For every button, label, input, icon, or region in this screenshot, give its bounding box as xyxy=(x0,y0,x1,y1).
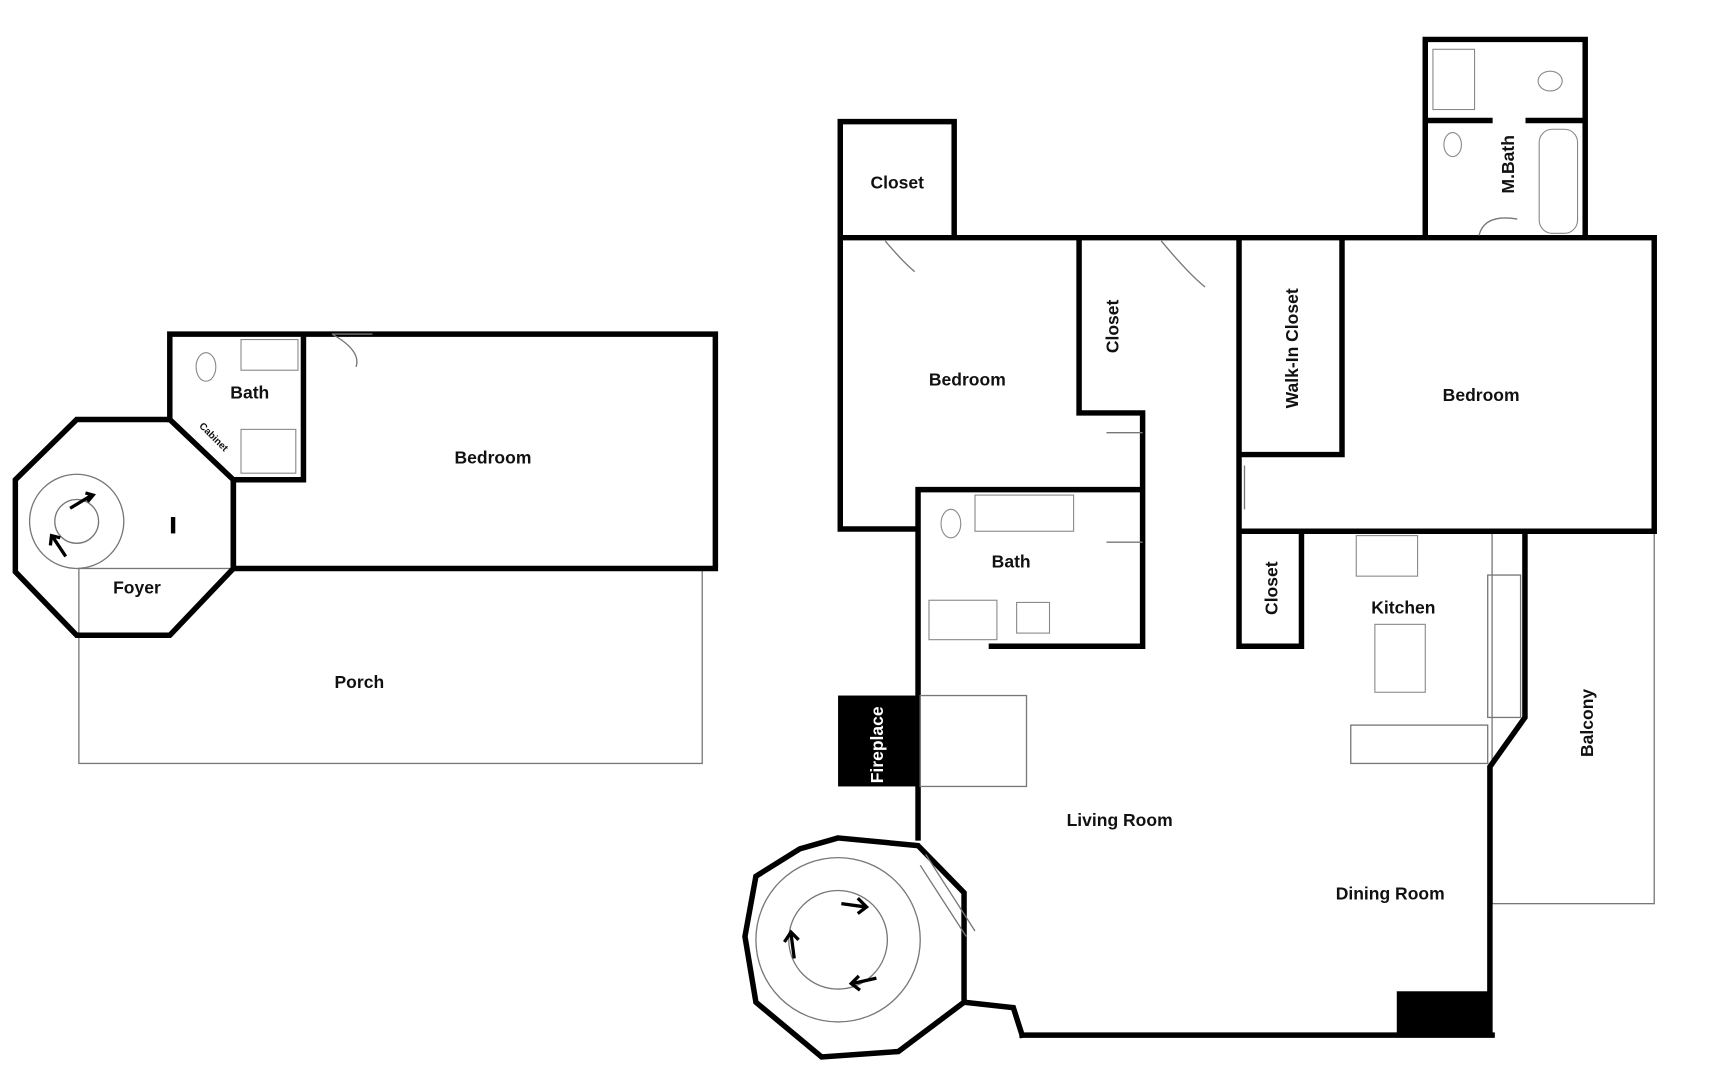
shower-icon xyxy=(1432,48,1476,111)
vanity-icon xyxy=(240,339,299,371)
room-label-dining-room: Dining Room xyxy=(1336,883,1445,903)
bathtub-icon xyxy=(1538,128,1579,234)
corner-block xyxy=(1396,991,1493,1036)
room-label-upper-bath: Bath xyxy=(230,383,269,403)
upper-floor-plan: Bath Bedroom Cabinet Foyer Porch xyxy=(12,331,719,765)
stair-walls xyxy=(742,835,967,1060)
cooktop-icon xyxy=(1374,623,1426,693)
room-label-balcony: Balcony xyxy=(1577,689,1597,757)
sink-icon xyxy=(1443,131,1462,158)
room-label-bedroom-left: Bedroom xyxy=(929,370,1006,390)
door-icon xyxy=(884,217,1518,543)
column xyxy=(170,516,176,534)
room-label-walk-in-closet: Walk-In Closet xyxy=(1282,288,1302,408)
room-label-closet-mid: Closet xyxy=(1103,299,1123,353)
room-label-porch: Porch xyxy=(335,672,385,692)
stair-wall-segment xyxy=(961,999,1026,1039)
room-label-foyer: Foyer xyxy=(113,578,161,598)
room-label-living-room: Living Room xyxy=(1067,810,1173,830)
room-label-fireplace: Fireplace xyxy=(867,706,887,783)
room-label-kitchen-closet: Closet xyxy=(1261,561,1281,615)
spiral-stair xyxy=(28,473,125,570)
room-label-bath: Bath xyxy=(992,551,1031,571)
shower-icon xyxy=(240,428,297,474)
stair-arrow-icon xyxy=(848,974,877,992)
hearth xyxy=(919,694,1028,788)
sink-icon xyxy=(1016,601,1051,634)
porch-outline xyxy=(78,567,703,765)
room-label-bedroom-right: Bedroom xyxy=(1443,385,1520,405)
stair-arrow-icon xyxy=(48,533,68,558)
vanity-icon xyxy=(974,494,1075,532)
stair-arrow-icon xyxy=(841,897,870,915)
stair-arrow-icon xyxy=(69,491,96,510)
toilet-icon xyxy=(195,352,217,382)
stair-arrow-icon xyxy=(783,929,800,959)
room-label-master-bath: M.Bath xyxy=(1498,135,1518,193)
foyer-walls xyxy=(12,416,237,639)
shower-icon xyxy=(928,599,998,641)
fireplace xyxy=(838,695,921,787)
kitchen-counter xyxy=(1350,724,1489,765)
toilet-icon xyxy=(1537,70,1563,92)
spiral-stair-core xyxy=(788,889,889,990)
stair-railing xyxy=(919,854,976,937)
main-floor-plan: Closet Bedroom Closet Walk-In Closet M.B… xyxy=(742,36,1657,1060)
kitchen-counter xyxy=(1487,574,1522,719)
room-label-upper-bedroom: Bedroom xyxy=(455,447,532,467)
toilet-icon xyxy=(940,508,962,539)
room-label-closet-top: Closet xyxy=(870,172,924,192)
main-walls xyxy=(837,36,1657,1038)
door-icon xyxy=(331,333,373,368)
spiral-stair-core xyxy=(54,498,100,544)
room-label-kitchen: Kitchen xyxy=(1371,597,1435,617)
spiral-stair xyxy=(755,856,921,1023)
range-hood-icon xyxy=(1355,535,1419,577)
